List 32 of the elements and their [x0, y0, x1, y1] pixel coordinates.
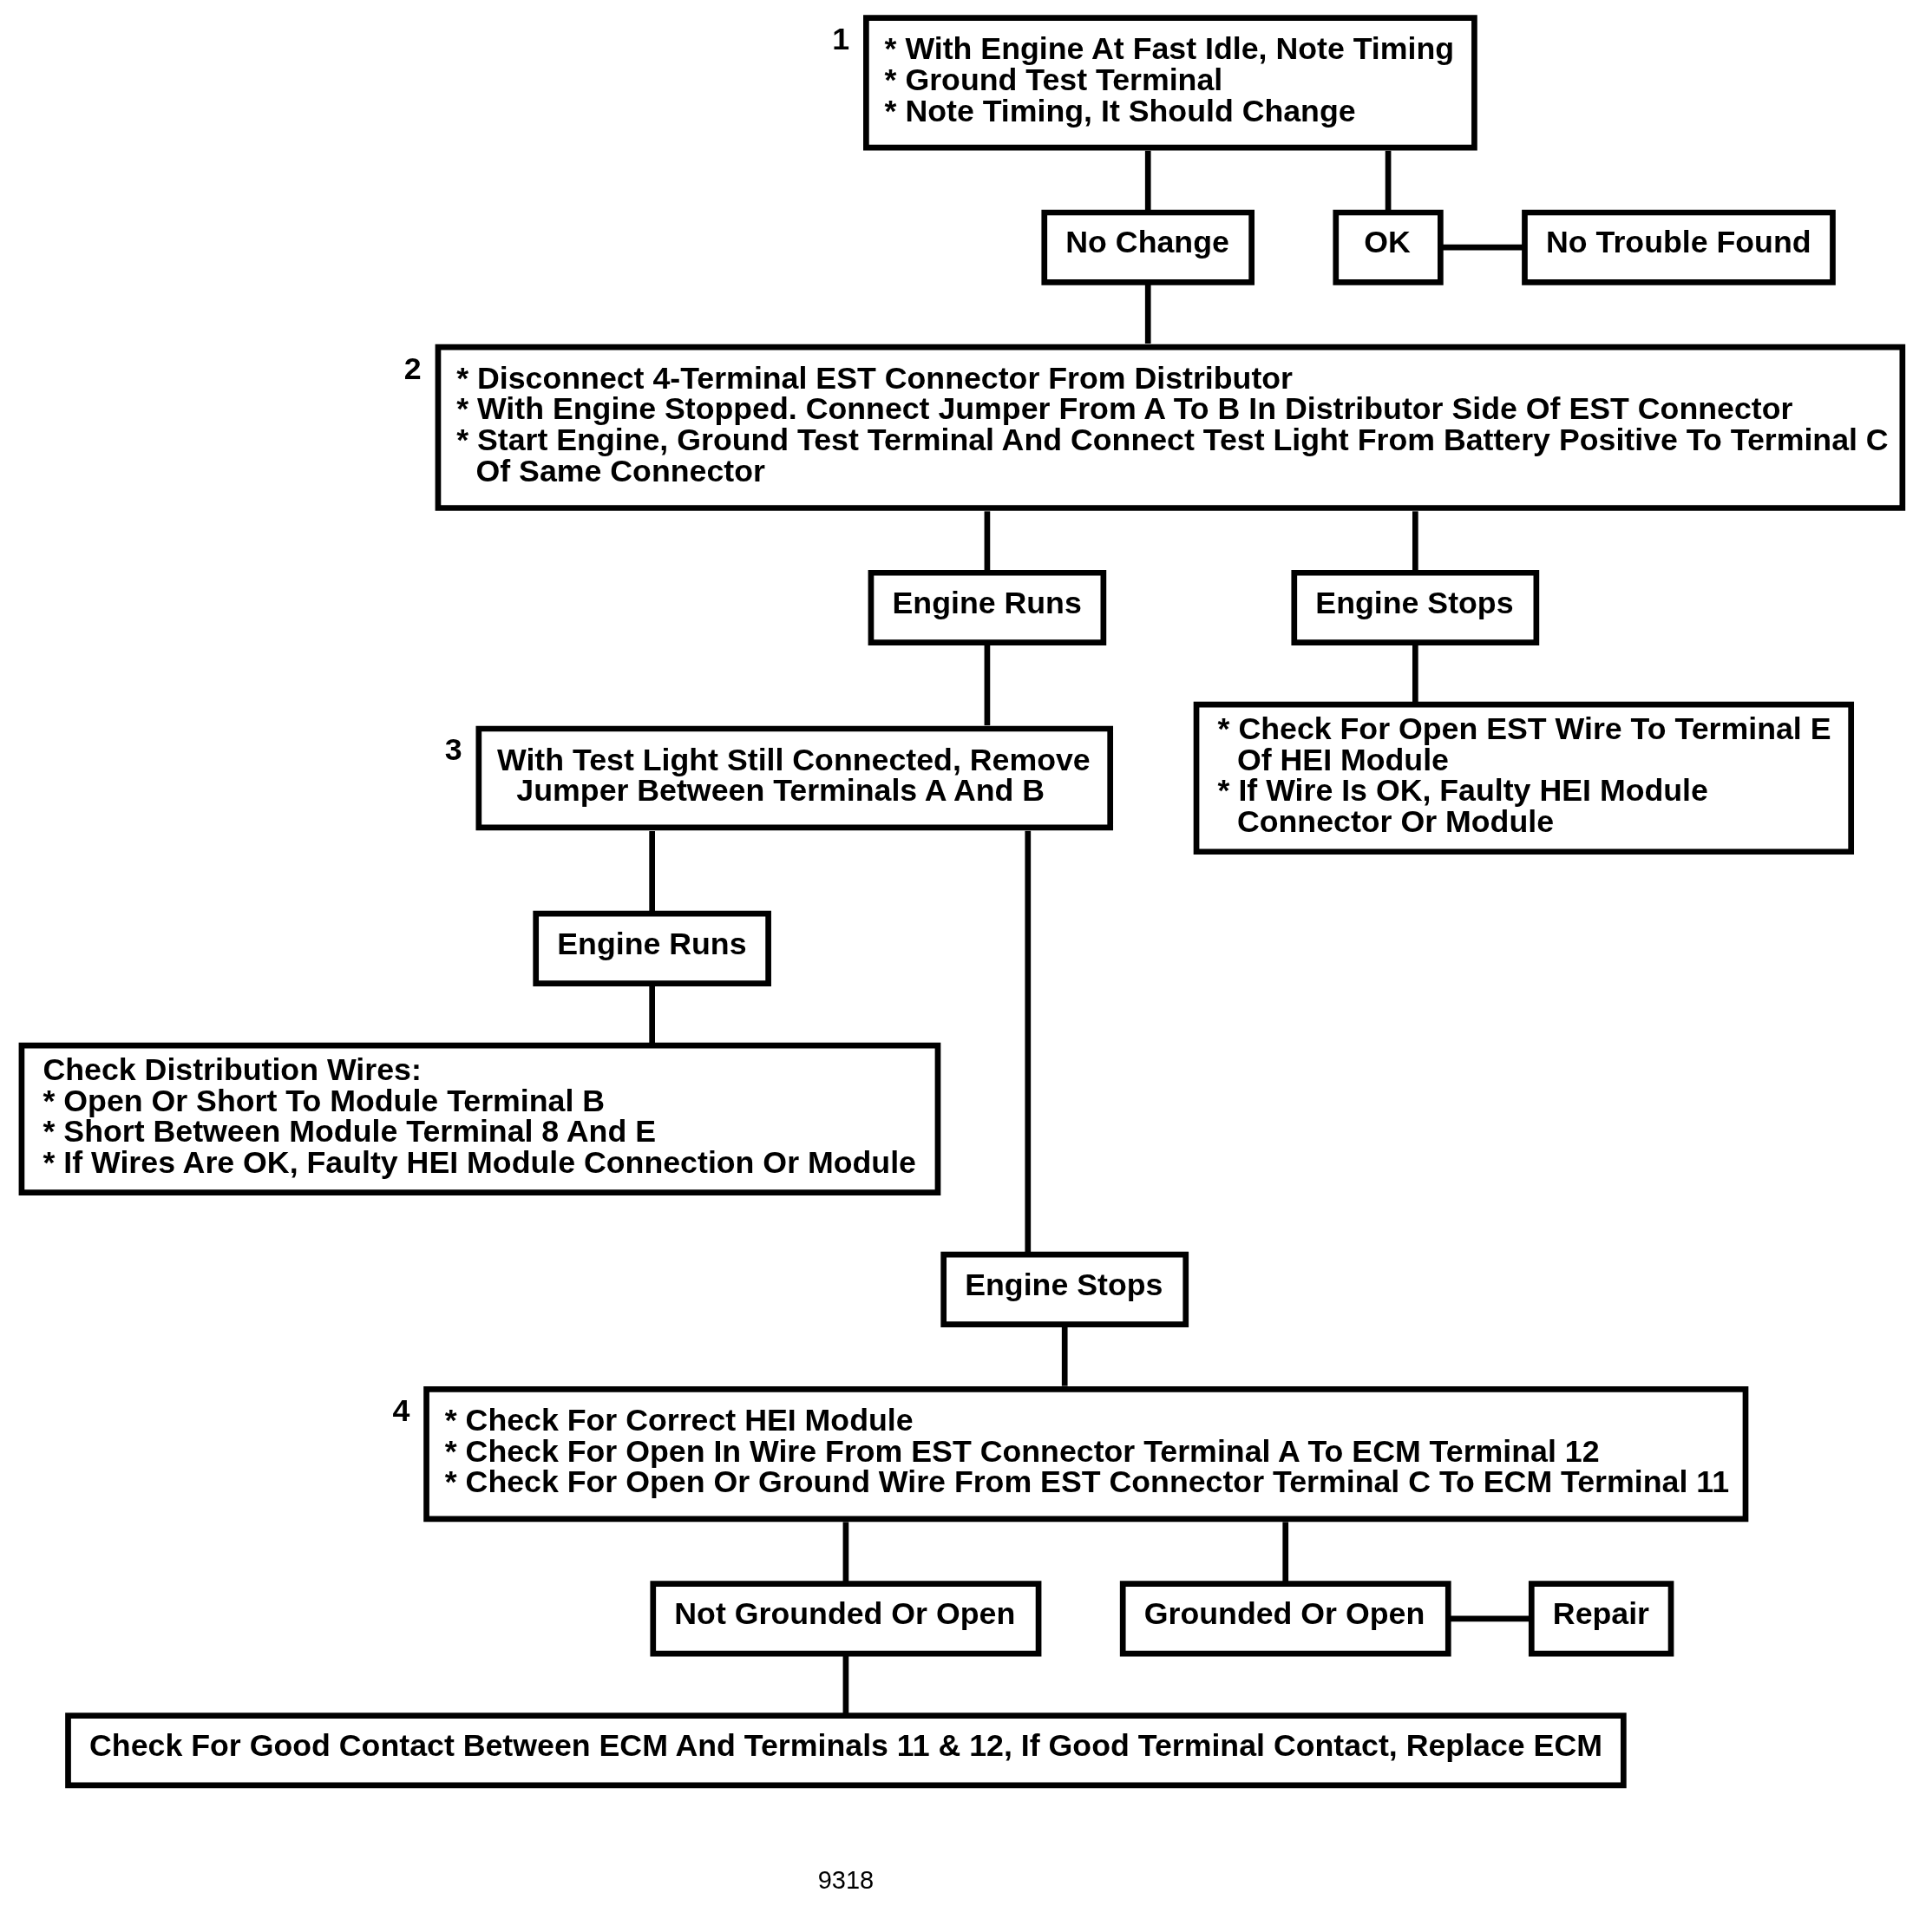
node-box: OK [1333, 209, 1444, 285]
connector [1449, 1615, 1531, 1622]
node-box: No Trouble Found [1522, 209, 1836, 285]
node-label: 3 [444, 732, 462, 768]
node-box: * Check For Open EST Wire To Terminal E Of HEI Module * If Wire Is OK, Faulty HEI Module Connector Or Module [1193, 701, 1854, 855]
label: 9318 [817, 1866, 875, 1895]
node-box: Engine Runs [868, 569, 1107, 645]
node-box: Check For Good Contact Between ECM And Terminals 11 & 12, If Good Terminal Contact, Replace ECM [65, 1713, 1627, 1789]
node-box: * Disconnect 4-Terminal EST Connector From Distributor * With Engine Stopped. Connect Jumper From A To B In Distributor Side Of EST Connector * Start Engine, Ground Test Terminal And Connect Test Light From Battery Positive To Terminal C Of Same Connector [435, 344, 1906, 511]
connector [1412, 643, 1418, 704]
connector [1440, 244, 1525, 251]
connector [1282, 1522, 1289, 1584]
node-label: 1 [832, 22, 850, 57]
node-label: 4 [392, 1392, 410, 1428]
connector [649, 984, 655, 1045]
node-box: Repair [1528, 1581, 1674, 1657]
node-box: * Check For Correct HEI Module * Check For Open In Wire From EST Connector Terminal A To ECM Terminal 12 * Check For Open Or Ground Wire From EST Connector Terminal C To ECM Terminal 11 [423, 1386, 1749, 1523]
node-box: Check Distribution Wires: * Open Or Short To Module Terminal B * Short Between Module Terminal 8 And E * If Wires Are OK, Faulty HEI Module Connection Or Module [18, 1042, 941, 1196]
connector [1385, 150, 1392, 213]
node-box: No Change [1041, 209, 1255, 285]
node-box: Not Grounded Or Open [650, 1581, 1042, 1657]
connector [842, 1654, 849, 1715]
node-box: Engine Stops [1291, 569, 1540, 645]
node-box: Engine Stops [940, 1251, 1189, 1327]
node-box: Engine Runs [533, 910, 771, 986]
node-box: With Test Light Still Connected, Remove Jumper Between Terminals A And B [475, 725, 1114, 831]
connector [984, 643, 991, 726]
node-label: 2 [403, 350, 422, 386]
connector [1144, 150, 1151, 213]
node-box: Grounded Or Open [1119, 1581, 1451, 1657]
connector [842, 1522, 849, 1584]
node-box: * With Engine At Fast Idle, Note Timing * Ground Test Terminal * Note Timing, It Should Change [863, 15, 1477, 151]
